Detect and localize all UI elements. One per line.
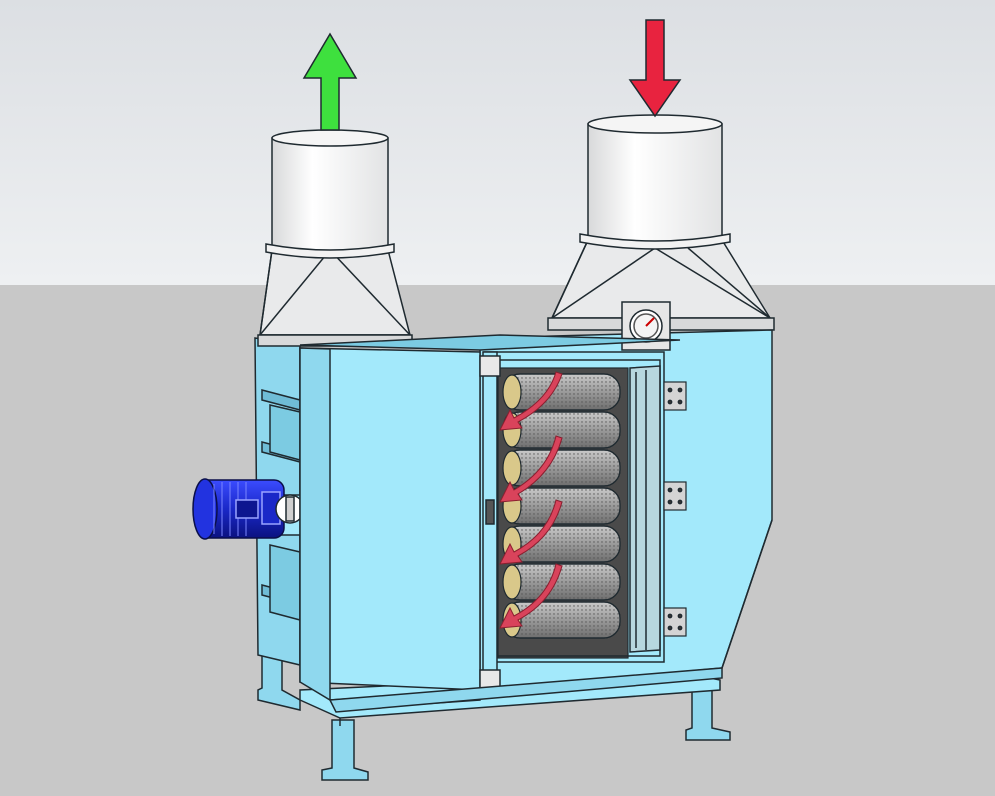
- airflow-arrow-icon: [499, 563, 563, 629]
- hinge-middle: [663, 481, 687, 511]
- cartridge-filter-stack: [497, 367, 629, 659]
- cartridge-4: [502, 487, 621, 525]
- door-latch-bar: [479, 351, 501, 691]
- airflow-arrow-icon: [499, 499, 563, 565]
- hinge-top: [663, 381, 687, 411]
- airflow-arrows: [499, 371, 563, 629]
- cabinet-base-lip: [328, 667, 723, 713]
- cartridge-1: [502, 373, 621, 411]
- airflow-arrow-icon: [499, 371, 563, 431]
- hinge-bottom: [663, 607, 687, 637]
- outlet-arrow-icon: [302, 32, 358, 131]
- cartridge-5: [502, 525, 621, 563]
- sky-background: [0, 0, 995, 285]
- door-hinges: [663, 381, 687, 637]
- cabinet-top: [299, 334, 681, 351]
- cartridge-6: [502, 563, 621, 601]
- cartridge-3: [502, 449, 621, 487]
- filter-cabinet-front-panel: [299, 347, 481, 711]
- cartridge-7: [502, 601, 621, 639]
- airflow-arrow-icon: [499, 435, 563, 503]
- inlet-arrow-icon: [628, 19, 682, 118]
- inlet-duct: [547, 114, 775, 331]
